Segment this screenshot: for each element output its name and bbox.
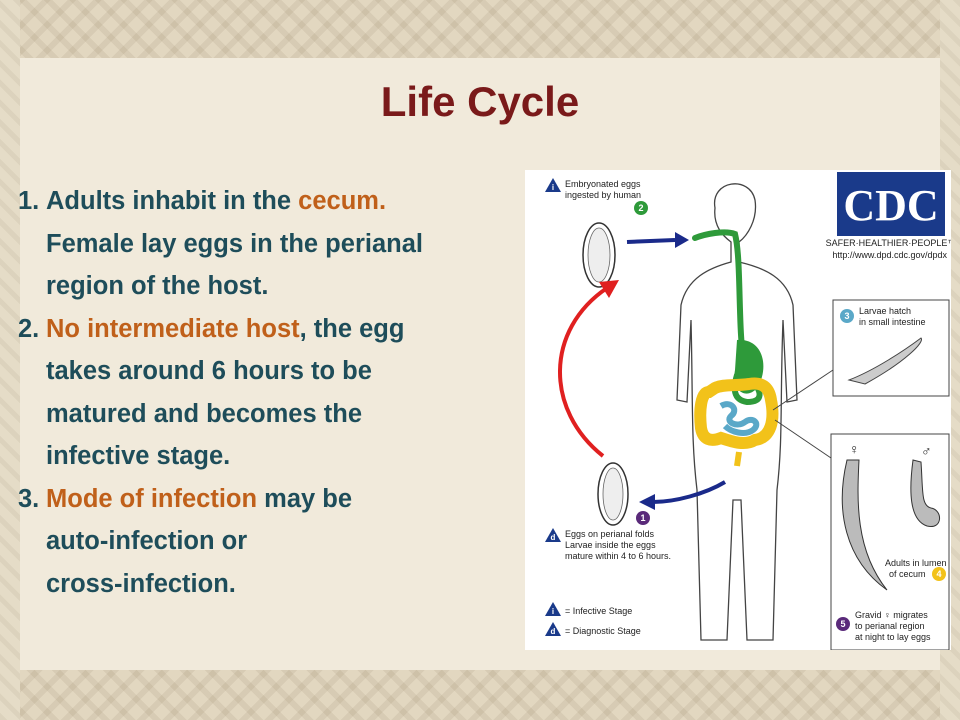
step-5-badge <box>836 617 850 631</box>
eggs-line3: mature within 4 to 6 hours. <box>565 551 671 561</box>
legend-diagnostic-label: = Diagnostic Stage <box>565 626 641 636</box>
step-4-number: 4 <box>936 569 941 579</box>
life-cycle-points: 1. Adults inhabit in the cecum. Female l… <box>18 180 528 605</box>
adults-line1: Adults in lumen <box>885 558 947 568</box>
point-line: infective stage. <box>46 435 528 478</box>
point-line: Adults inhabit in the cecum. <box>46 180 528 223</box>
step-3-number: 3 <box>844 311 849 321</box>
egg-inner <box>602 467 624 521</box>
line-text: matured and becomes the <box>46 399 362 428</box>
rectum <box>734 451 742 467</box>
female-symbol: ♀ <box>849 441 860 457</box>
eggs-line2: Larvae inside the eggs <box>565 540 656 550</box>
male-symbol: ♂ <box>921 443 932 459</box>
egg-laying-arrow <box>652 480 727 504</box>
cdc-tagline: SAFER·HEALTHIER·PEOPLE™ <box>826 238 951 248</box>
colon <box>694 377 779 450</box>
diagnostic-badge <box>545 528 561 542</box>
life-cycle-diagram: CDC SAFER·HEALTHIER·PEOPLE™ http://www.d… <box>525 170 956 651</box>
embryonated-line2: ingested by human <box>565 190 641 200</box>
line-text: Adults inhabit in the <box>46 187 299 215</box>
step-3-badge <box>840 309 854 323</box>
point-line: Female lay eggs in the perianal <box>46 223 528 266</box>
decorative-border-left <box>0 0 20 720</box>
egg-inner <box>587 227 611 283</box>
life-cycle-svg: CDC SAFER·HEALTHIER·PEOPLE™ http://www.d… <box>545 172 956 651</box>
autoinfection-arrow <box>558 286 609 458</box>
gravid-line1: Gravid ♀ migrates <box>855 610 928 620</box>
larva-illustration <box>847 337 922 385</box>
highlight-text: cecum. <box>298 187 387 215</box>
point-3: 3. Mode of infection may be auto-infecti… <box>18 478 528 606</box>
highlight-text: Mode of infection <box>46 484 258 513</box>
line-text: infective stage. <box>46 442 231 470</box>
male-worm <box>910 459 940 527</box>
larvae-pointer <box>772 369 834 411</box>
point-line: auto-infection or <box>46 520 528 563</box>
larvae-line2: in small intestine <box>859 317 926 327</box>
diagnostic-badge-text: d <box>551 533 556 542</box>
point-2: 2. No intermediate host, the egg takes a… <box>18 308 528 478</box>
cdc-logo-text: CDC <box>843 181 938 230</box>
legend-infective-badge <box>545 602 561 616</box>
legend-infective-badge-text: i <box>552 607 554 616</box>
eggs-line1: Eggs on perianal folds <box>565 529 655 539</box>
cdc-url: http://www.dpd.cdc.gov/dpdx <box>832 250 947 260</box>
point-number: 3. <box>18 484 40 513</box>
step-1-badge <box>636 511 650 525</box>
cdc-logo <box>837 172 945 236</box>
ingestion-arrow <box>626 238 676 244</box>
point-number: 1. <box>18 187 40 215</box>
line-text: Female lay eggs in the perianal <box>46 229 423 258</box>
line-text: region of the host. <box>46 272 269 300</box>
embryonated-line1: Embryonated eggs <box>565 179 641 189</box>
line-text: may be <box>257 484 353 513</box>
small-intestine <box>719 401 760 436</box>
infective-badge-text: i <box>552 183 554 192</box>
gravid-line3: at night to lay eggs <box>855 632 931 642</box>
decorative-border-bottom <box>0 670 960 720</box>
line-text: , the egg <box>299 314 405 343</box>
line-text: cross-infection. <box>46 569 236 598</box>
ingestion-arrow-head <box>675 232 689 248</box>
step-4-badge <box>932 567 946 581</box>
autoinfection-arrow-head <box>599 280 619 298</box>
step-1-number: 1 <box>640 513 645 523</box>
point-line: takes around 6 hours to be <box>46 350 528 393</box>
legend-diagnostic-badge <box>545 622 561 636</box>
female-worm <box>841 459 888 591</box>
line-text: takes around 6 hours to be <box>46 357 372 385</box>
decorative-border-top <box>0 0 960 58</box>
point-number: 2. <box>18 314 40 343</box>
step-2-number: 2 <box>638 203 643 213</box>
egg-laying-arrow-head <box>639 494 655 510</box>
larvae-line1: Larvae hatch <box>859 306 911 316</box>
adults-pointer <box>774 419 832 459</box>
point-line: cross-infection. <box>46 563 528 606</box>
adults-line2: of cecum <box>889 569 926 579</box>
point-line: Mode of infection may be <box>46 478 528 521</box>
infective-badge <box>545 178 561 192</box>
point-line: No intermediate host, the egg <box>46 308 528 351</box>
point-1: 1. Adults inhabit in the cecum. Female l… <box>18 180 528 308</box>
step-2-badge <box>634 201 648 215</box>
legend-diagnostic-badge-text: d <box>551 627 556 636</box>
point-line: matured and becomes the <box>46 393 528 436</box>
gravid-line2: to perianal region <box>855 621 925 631</box>
slide-title: Life Cycle <box>380 78 580 125</box>
line-text: auto-infection or <box>46 527 248 555</box>
highlight-text: No intermediate host <box>46 314 300 343</box>
point-line: region of the host. <box>46 265 528 308</box>
step-5-number: 5 <box>840 619 845 629</box>
legend-infective-label: = Infective Stage <box>565 606 632 616</box>
